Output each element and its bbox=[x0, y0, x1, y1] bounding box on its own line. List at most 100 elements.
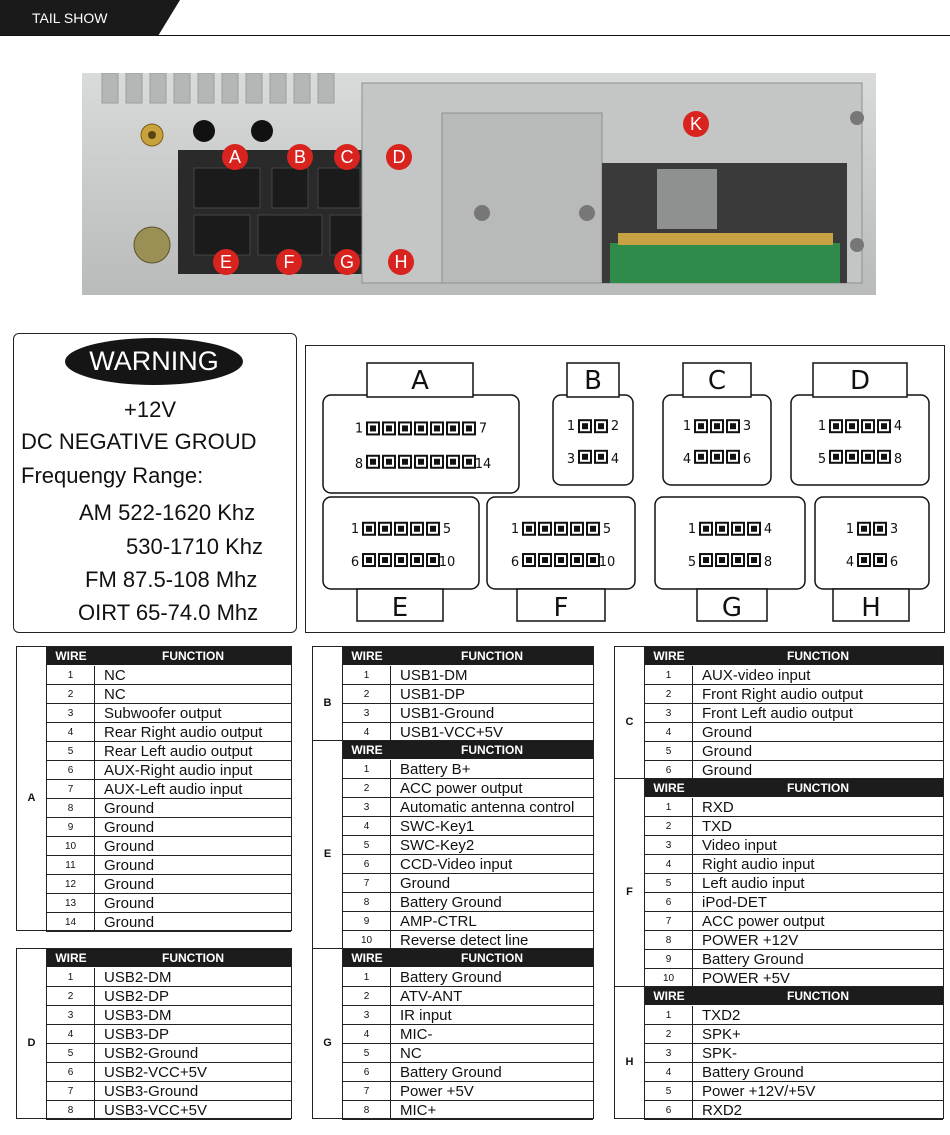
wire-function: Front Left audio output bbox=[693, 704, 943, 723]
connector-f-pin-label-3: 6 bbox=[511, 555, 519, 570]
wire-function: USB3-VCC+5V bbox=[95, 1101, 291, 1120]
wire-function: NC bbox=[95, 666, 291, 685]
connector-a-tab bbox=[366, 362, 474, 398]
connector-h-body bbox=[814, 496, 930, 590]
wire-number: 8 bbox=[343, 893, 391, 912]
connector-b-pin-core bbox=[598, 423, 604, 430]
wire-number: 6 bbox=[47, 1063, 95, 1082]
connector-b-body bbox=[552, 394, 634, 486]
wire-function: Ground bbox=[95, 913, 291, 932]
connector-d-pin-core bbox=[833, 423, 839, 430]
connector-e-pin-label-1: 1 bbox=[351, 522, 359, 537]
connector-a-pin-core bbox=[370, 458, 376, 465]
wire-function: Ground bbox=[693, 723, 943, 742]
wire-number: 2 bbox=[645, 1025, 693, 1044]
table-group-divider bbox=[342, 741, 343, 950]
connector-h-pin-label-4: 6 bbox=[890, 555, 898, 570]
wire-function: Ground bbox=[95, 837, 291, 856]
wire-function: ACC power output bbox=[693, 912, 943, 931]
wire-number: 1 bbox=[343, 968, 391, 987]
wire-function: MIC+ bbox=[391, 1101, 593, 1120]
wire-function: AUX-Left audio input bbox=[95, 780, 291, 799]
wire-number: 5 bbox=[47, 1044, 95, 1063]
connector-a-pin-core bbox=[418, 425, 424, 432]
wire-number: 5 bbox=[343, 1044, 391, 1063]
connector-b-pin-core bbox=[598, 453, 604, 460]
wire-function: Ground bbox=[95, 818, 291, 837]
connector-c-pin-label-1: 1 bbox=[683, 419, 691, 434]
wire-function: RXD2 bbox=[693, 1101, 943, 1120]
wire-function: NC bbox=[391, 1044, 593, 1063]
wire-function: USB2-VCC+5V bbox=[95, 1063, 291, 1082]
connector-c-pin-core bbox=[714, 423, 720, 430]
marker-c: C bbox=[334, 144, 360, 170]
header-wire: WIRE bbox=[47, 949, 95, 968]
connector-f-tab bbox=[516, 588, 606, 622]
connector-h-pin-label-2: 3 bbox=[890, 522, 898, 537]
wire-number: 6 bbox=[47, 761, 95, 780]
connector-e-pin-core bbox=[382, 557, 388, 564]
marker-b: B bbox=[287, 144, 313, 170]
table-group-label: G bbox=[323, 1037, 332, 1049]
wire-function: RXD bbox=[693, 798, 943, 817]
connector-c-pin-core bbox=[698, 423, 704, 430]
header-wire: WIRE bbox=[47, 647, 95, 666]
wire-function: USB3-DM bbox=[95, 1006, 291, 1025]
wire-number: 3 bbox=[343, 704, 391, 723]
connector-d-body bbox=[790, 394, 930, 486]
connector-d-pin-label-1: 1 bbox=[818, 419, 826, 434]
wire-function: SWC-Key2 bbox=[391, 836, 593, 855]
header-function: FUNCTION bbox=[693, 987, 943, 1006]
wire-function: AMP-CTRL bbox=[391, 912, 593, 931]
connector-g-pin-core bbox=[719, 525, 725, 532]
wire-number: 5 bbox=[343, 836, 391, 855]
table-group-label: B bbox=[323, 697, 332, 709]
wire-number: 8 bbox=[47, 799, 95, 818]
warning-am-range: AM 522-1620 Khz bbox=[79, 500, 256, 525]
header-wire: WIRE bbox=[343, 647, 391, 666]
header-function: FUNCTION bbox=[391, 949, 593, 968]
wire-function: Rear Right audio output bbox=[95, 723, 291, 742]
connector-a-pin-core bbox=[434, 458, 440, 465]
wire-function: iPod-DET bbox=[693, 893, 943, 912]
wire-function: MIC- bbox=[391, 1025, 593, 1044]
wire-function: Battery Ground bbox=[693, 1063, 943, 1082]
connector-e-body bbox=[322, 496, 480, 590]
connector-d-label: D bbox=[850, 366, 870, 396]
header-tab bbox=[0, 0, 158, 36]
marker-k: K bbox=[683, 111, 709, 137]
connector-g-pin-label-3: 5 bbox=[688, 555, 696, 570]
connector-f-pin-core bbox=[574, 525, 580, 532]
connector-a-pin-core bbox=[402, 458, 408, 465]
header-wire: WIRE bbox=[645, 647, 693, 666]
marker-e: E bbox=[213, 249, 239, 275]
connector-e-pin-core bbox=[366, 557, 372, 564]
wire-number: 2 bbox=[645, 685, 693, 704]
warning-freq-title: Frequengy Range: bbox=[21, 463, 204, 488]
table-group-label: F bbox=[626, 886, 633, 898]
connector-e-label: E bbox=[392, 593, 408, 623]
connector-g-pin-core bbox=[735, 557, 741, 564]
rear-panel-photo: A B C D E F G H K bbox=[82, 73, 876, 295]
connector-b-tab bbox=[566, 362, 620, 398]
header-function: FUNCTION bbox=[693, 779, 943, 798]
connector-e-pin-core bbox=[414, 525, 420, 532]
connector-f-pin-core bbox=[542, 525, 548, 532]
wire-function: USB2-DM bbox=[95, 968, 291, 987]
warning-am-range-2: 530-1710 Khz bbox=[126, 534, 263, 559]
wire-function: Ground bbox=[95, 875, 291, 894]
